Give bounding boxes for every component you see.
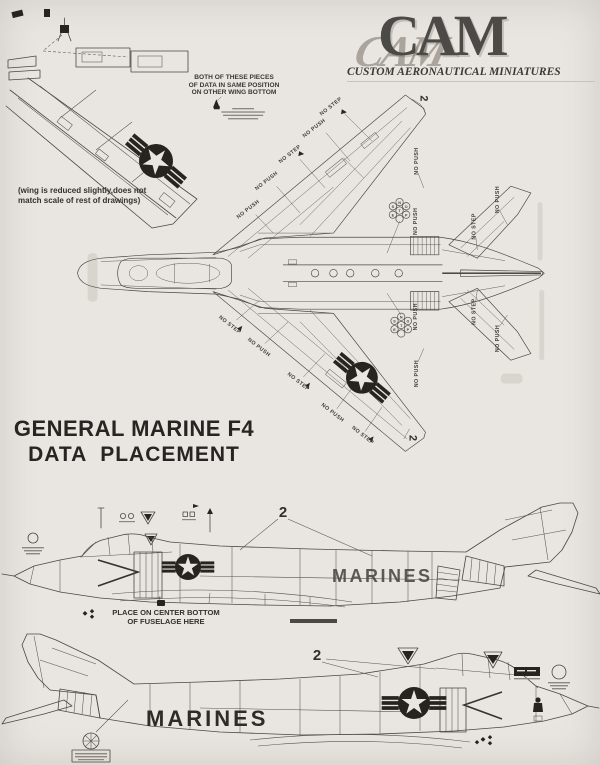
modex-number: 2 (407, 435, 419, 441)
hex-letter: P (405, 213, 408, 217)
wing-scale-note-line1: (wing is reduced slightly,does not (18, 186, 147, 195)
wing-scale-note-line2: match scale of rest of drawings) (18, 195, 141, 205)
no-push-stencil: NO PUSH (246, 337, 271, 359)
crew-figure-icon (533, 697, 543, 712)
data-block-stencil (514, 667, 540, 680)
intake-ramp (133, 551, 163, 599)
placement-note: PLACE ON CENTER BOTTOM OF FUSELAGE HERE (96, 608, 236, 626)
page-title-line2: DATA PLACEMENT (28, 443, 240, 466)
modex-number: 2 (313, 647, 321, 664)
hex-letter: E (393, 328, 396, 332)
wing-data-note-line2: OF DATA IN SAME POSITION (188, 81, 280, 89)
warning-triangle-icon (144, 533, 158, 546)
reference-bar (290, 619, 337, 623)
stencil-callouts (22, 504, 213, 619)
no-push-stencil: NO PUSH (320, 402, 345, 424)
wing-data-note: BOTH OF THESE PIECES OF DATA IN SAME POS… (176, 74, 292, 97)
page-title: GENERAL MARINE F4 DATA PLACEMENT (4, 416, 264, 467)
wing-scale-note: (wing is reduced slightly,does not match… (18, 186, 168, 205)
hex-letter: T (400, 324, 403, 328)
placement-note-line1: PLACE ON CENTER BOTTOM (112, 608, 220, 617)
leader-lines (236, 99, 508, 439)
top-view-airframe (77, 94, 545, 452)
star-insignia (327, 344, 397, 411)
scan-bleed (539, 289, 545, 361)
no-push-stencil: NO PUSH (495, 186, 501, 213)
scan-artifact (11, 9, 24, 19)
scan-bleed (500, 373, 523, 384)
side-view-1-airframe (1, 502, 600, 608)
warning-triangle-icon (397, 647, 419, 665)
marines-title: MARINES (332, 566, 433, 586)
hex-letter: T (398, 209, 401, 213)
caution-fine-print (213, 96, 265, 120)
circle-stencil (548, 664, 570, 690)
no-step-stencil: NO STEP (472, 213, 478, 239)
hex-letter: N (398, 201, 401, 205)
no-step-hex-stencil: N O S T E P (390, 312, 412, 338)
exhaust-cone (461, 555, 505, 587)
wing-detail-drawing (5, 9, 198, 229)
scan-artifact (44, 9, 50, 17)
warning-triangle-icon (483, 651, 503, 669)
intake-chevron (461, 691, 503, 720)
intake-ramp (439, 687, 467, 733)
no-push-stencil: NO PUSH (413, 303, 419, 330)
placement-note-line2: OF FUSELAGE HERE (127, 616, 205, 626)
star-insignia (381, 687, 447, 719)
modex-number: 2 (417, 95, 429, 101)
no-step-stencil: NO STEP (350, 425, 374, 446)
hex-letter: N (400, 315, 403, 319)
hex-letter: E (392, 213, 395, 217)
top-view-drawing: NO STEP NO PUSH NO STEP NO PUSH NO PUSH … (77, 94, 545, 452)
hex-letter: S (392, 205, 395, 209)
wing-data-note-line1: BOTH OF THESE PIECES (194, 74, 274, 81)
no-step-stencil: NO STEP (319, 96, 343, 117)
hex-letter: O (406, 320, 409, 324)
leader-lines (321, 658, 437, 678)
stabilator (1, 699, 73, 725)
no-step-hex-stencil: N O S T E P (388, 198, 411, 223)
no-push-stencil: NO PUSH (254, 170, 279, 192)
side-view-1-drawing: MARINES 2 (1, 502, 600, 623)
marines-title: MARINES (146, 706, 268, 731)
exhaust-nozzles (410, 236, 440, 311)
no-push-stencil: NO PUSH (236, 199, 261, 221)
wing-data-note-line3: ON OTHER WING BOTTOM (191, 89, 277, 97)
no-push-stencil: NO PUSH (414, 360, 420, 387)
scan-bleed (87, 253, 98, 302)
brand-tagline: CUSTOM AERONAUTICAL MINIATURES (347, 66, 561, 78)
page-title-line1: GENERAL MARINE F4 (13, 416, 255, 441)
leader-lines (239, 518, 373, 557)
dots-stencil (474, 735, 493, 746)
modex-number: 2 (279, 504, 287, 521)
aux-door-ladder (435, 565, 461, 601)
no-step-stencil: NO STEP (286, 372, 310, 393)
wing-outline (5, 47, 198, 229)
hex-letter: O (405, 205, 408, 209)
scan-bleed (537, 202, 543, 261)
warning-triangle-icon (140, 511, 156, 525)
brand-logo: CAM (378, 3, 509, 68)
placement-marker (157, 600, 165, 606)
no-push-stencil: NO PUSH (302, 118, 327, 140)
exhaust-cone (57, 688, 101, 719)
no-push-stencil: NO PUSH (414, 147, 420, 174)
hex-letter: P (407, 328, 410, 332)
no-push-stencil: NO PUSH (495, 325, 501, 352)
no-step-stencil: NO STEP (472, 298, 478, 324)
side-view-2-airframe (1, 633, 600, 749)
rescue-stencil (71, 699, 129, 763)
tagline-rule (347, 81, 595, 82)
intake-chevron (97, 559, 141, 587)
side-view-2-drawing: MARINES 2 (1, 633, 600, 763)
no-step-stencil: NO STEP (217, 315, 241, 336)
stabilator (527, 569, 600, 595)
no-push-stencil: NO PUSH (413, 208, 419, 235)
hex-letter: S (393, 320, 396, 324)
beacon-detail-icon (42, 17, 129, 58)
